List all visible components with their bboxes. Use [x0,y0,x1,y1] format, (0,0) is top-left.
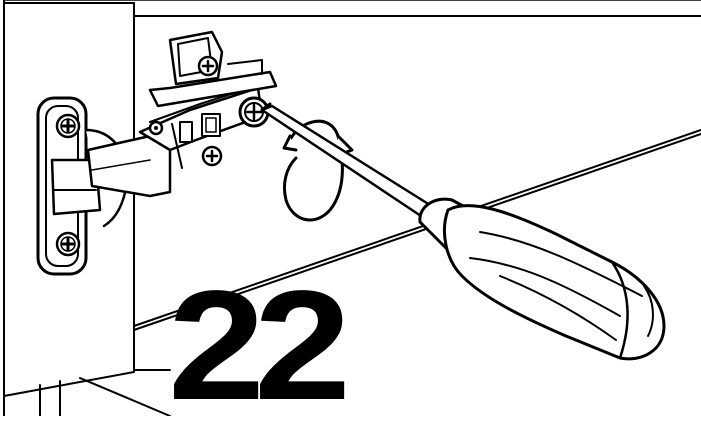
plate-screw-top-icon [55,113,81,139]
plate-screw-bottom-icon [55,231,81,257]
cup-screw-icon [197,55,219,77]
hinge-pivot-icon [148,120,164,136]
step-number: 22 [168,259,351,433]
arm-screw-icon [201,145,223,167]
screwdriver-handle [418,197,666,361]
assembly-illustration [3,0,701,416]
hinge-arm [86,85,264,198]
cabinet-outline [3,0,701,416]
